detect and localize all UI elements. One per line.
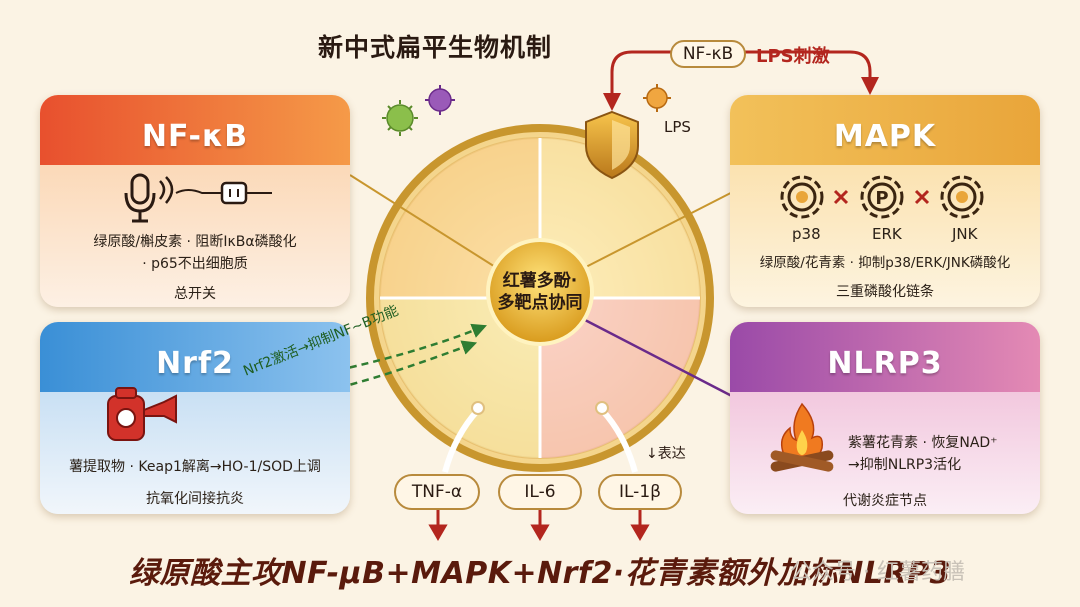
panel-nrf2: Nrf2 薯提取物 · Keap1解离→HO-1/SOD上调 抗氧化间接抗炎 <box>40 322 350 514</box>
panel-nlrp3-line1: 紫薯花青素 · 恢复NAD⁺ <box>848 435 998 451</box>
panel-nlrp3-footer: 代谢炎症节点 <box>843 493 927 509</box>
nfkb-pill: NF-κB <box>670 40 746 68</box>
center-node <box>486 238 594 346</box>
cytokine-tnf: TNF-α <box>394 474 480 510</box>
panel-nrf2-line1: 薯提取物 · Keap1解离→HO-1/SOD上调 <box>69 459 321 475</box>
down-arrows <box>428 510 650 541</box>
spoke-nfkb <box>349 174 501 271</box>
panel-mapk-line1: 绿原酸/花青素 · 抑制p38/ERK/JNK磷酸化 <box>759 255 1011 271</box>
cytokine-il6: IL-6 <box>498 474 582 510</box>
bottom-summary: 绿原酸主攻NF-μB+MAPK+Nrf2·花青素额外加标NLRP3 <box>129 556 951 591</box>
panel-mapk-title: MAPK <box>833 118 937 154</box>
panel-nfkb: NF-κB 绿原酸/槲皮素 · 阻断IκBα磷酸化 · p65不出细胞质 总开关 <box>40 95 350 307</box>
watermark: 公众号 · 红薯药膳 <box>790 560 965 585</box>
cytokine-il1b: IL-1β <box>598 474 682 510</box>
panel-nlrp3: NLRP3 紫薯花青素 · 恢复NAD⁺ →抑制NLRP3活化 代谢炎症节点 <box>730 322 1040 514</box>
gear-p38-label: p38 <box>792 225 821 243</box>
virus-icon-green <box>382 100 418 136</box>
expression-label: ↓表达 <box>646 446 686 462</box>
panel-nrf2-footer: 抗氧化间接抗炎 <box>146 491 244 507</box>
fire-extinguisher-icon <box>107 387 177 441</box>
panel-nrf2-title: Nrf2 <box>156 345 234 381</box>
virus-icon-orange <box>643 84 671 112</box>
panel-mapk-footer: 三重磷酸化链条 <box>836 284 934 300</box>
gear-letter: P <box>875 188 888 209</box>
lps-label: LPS <box>664 118 691 136</box>
gear-erk-label: ERK <box>872 225 902 243</box>
gear-chain-icon: P <box>780 175 984 219</box>
panel-mapk: MAPK P p38 ERK JNK 绿原酸/花青素 · 抑制p38/ERK/J… <box>730 95 1040 307</box>
panel-nfkb-title: NF-κB <box>141 118 249 154</box>
center-label: 红薯多酚· 多靶点协同 <box>488 240 592 344</box>
panel-nfkb-line2: · p65不出细胞质 <box>142 256 248 272</box>
microphone-icon <box>124 173 272 223</box>
campfire-icon <box>770 402 834 472</box>
center-line1: 红薯多酚· <box>502 270 578 291</box>
center-line2: 多靶点协同 <box>497 293 583 313</box>
spoke-nlrp3 <box>584 318 762 412</box>
page-title: 新中式扁平生物机制 <box>318 33 553 62</box>
gear-jnk-label: JNK <box>952 225 978 243</box>
lps-stimulus-label: LPS刺激 <box>756 46 830 67</box>
panel-nfkb-line1: 绿原酸/槲皮素 · 阻断IκBα磷酸化 <box>93 234 297 250</box>
panel-nlrp3-title: NLRP3 <box>827 345 943 381</box>
panel-nfkb-footer: 总开关 <box>174 286 216 302</box>
nrf2-arrow-upper <box>184 323 487 402</box>
shield-icon <box>585 110 639 180</box>
virus-icon-purple <box>425 85 455 115</box>
panel-nlrp3-line2: →抑制NLRP3活化 <box>848 457 962 473</box>
